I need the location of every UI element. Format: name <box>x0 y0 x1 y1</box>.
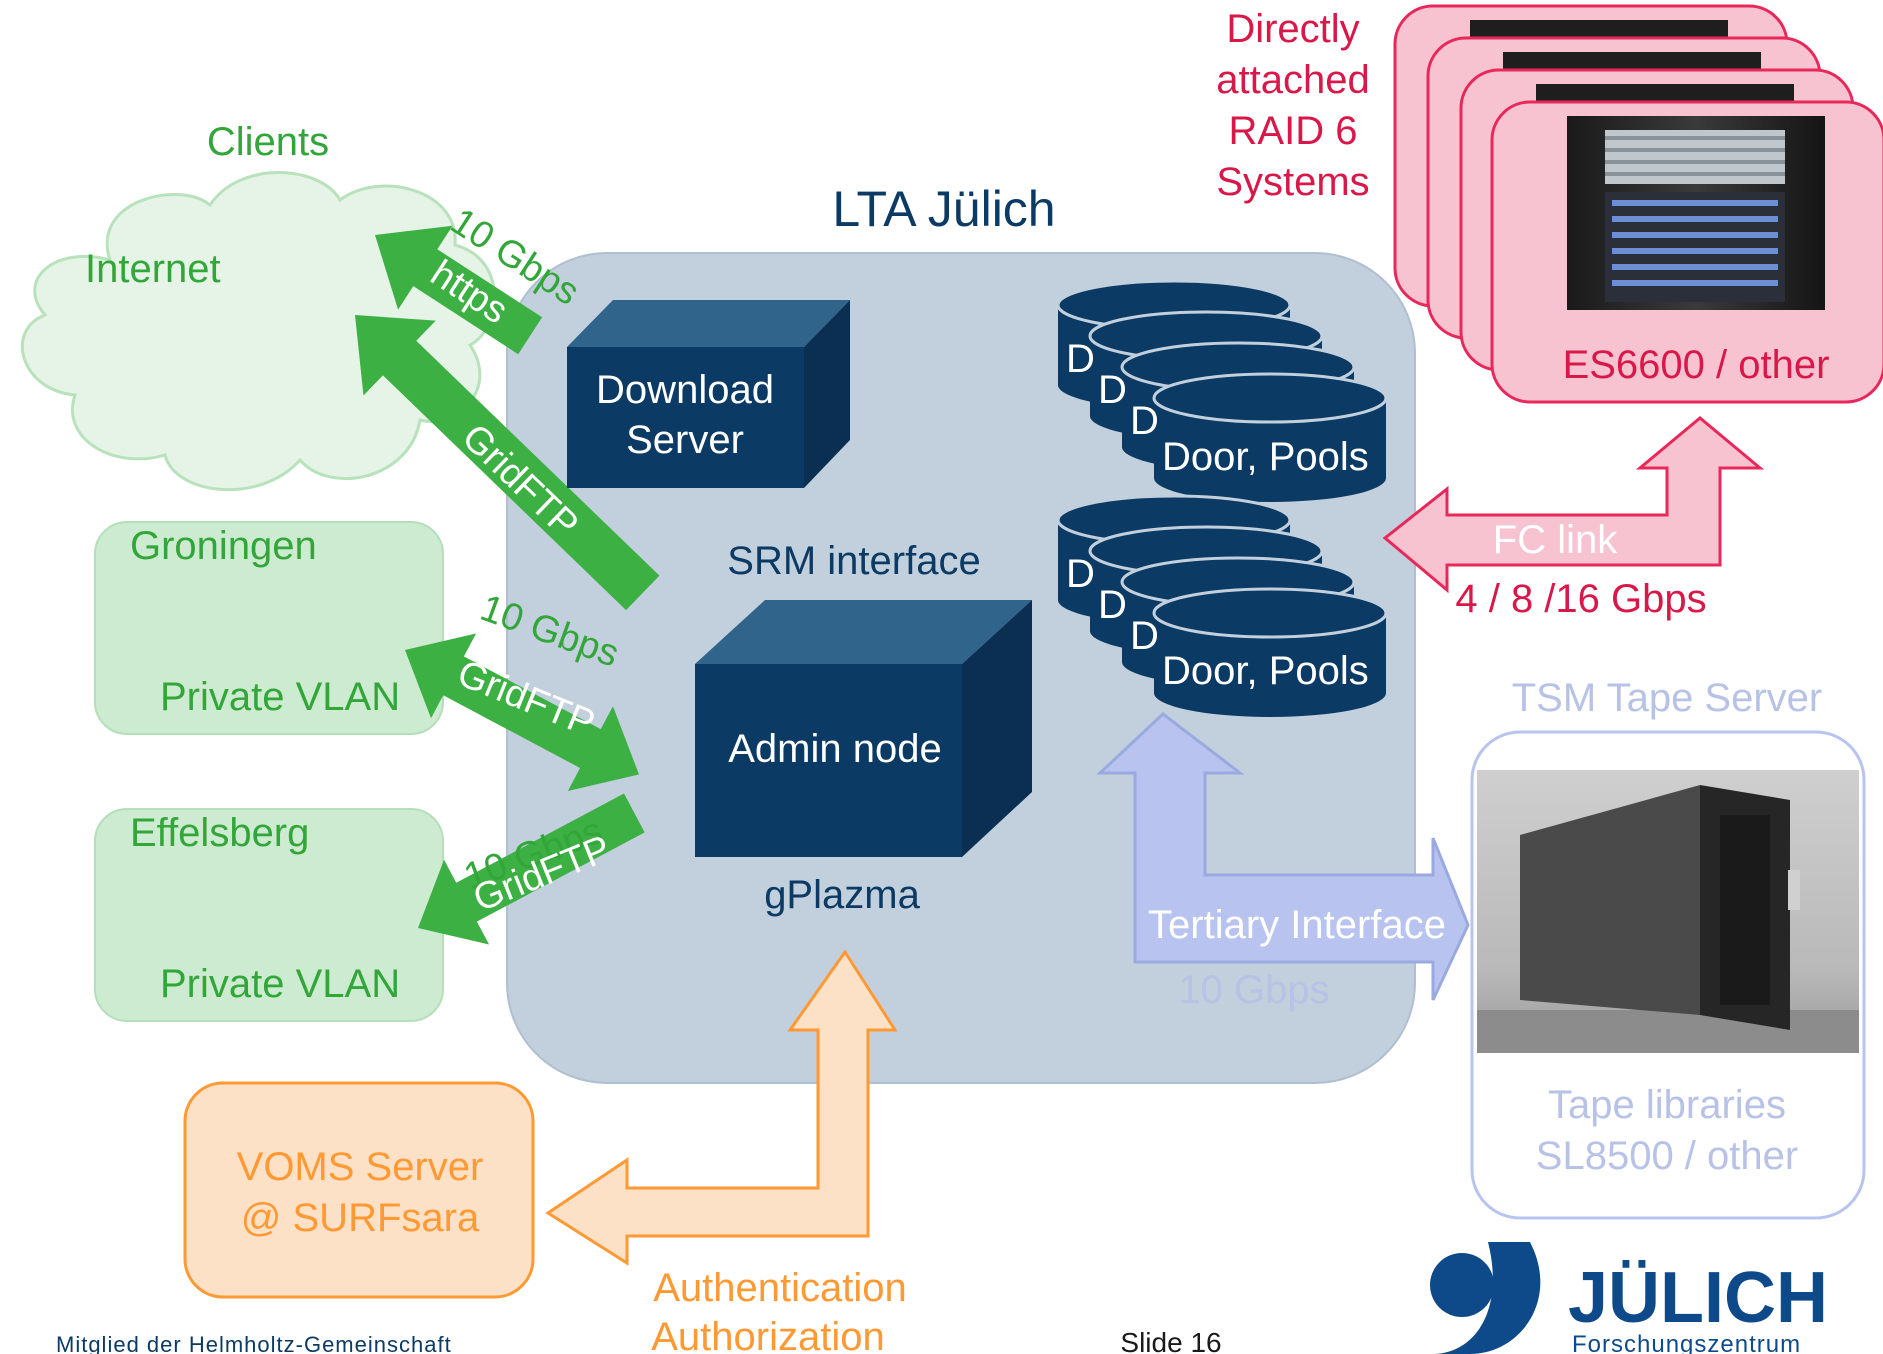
door-pools-top-label: Door, Pools <box>1162 435 1369 479</box>
tape-libraries-label-2: SL8500 / other <box>1536 1134 1798 1178</box>
fc-speed-label: 4 / 8 /16 Gbps <box>1455 577 1706 621</box>
tape-library-image <box>1477 770 1859 1053</box>
tsm-tape-server-title: TSM Tape Server <box>1512 676 1823 720</box>
download-server-cube <box>567 300 850 488</box>
julich-logo-sub: Forschungszentrum <box>1572 1331 1801 1354</box>
auth-label-2: Authorization <box>651 1315 884 1354</box>
clients-title: Clients <box>207 120 329 164</box>
tertiary-interface-label: Tertiary Interface <box>1148 903 1446 947</box>
fc-link-arrow <box>1382 416 1765 594</box>
tertiary-interface-arrow <box>1096 712 1470 1001</box>
pool-letter: D <box>1066 552 1095 596</box>
disk-pool-group-top <box>1056 279 1388 502</box>
julich-logo-mark <box>1432 1242 1541 1354</box>
pool-letter: D <box>1130 399 1159 443</box>
slide-number: Slide 16 <box>1120 1327 1221 1354</box>
raid-label-3: RAID 6 <box>1229 109 1358 153</box>
admin-node-cube <box>695 600 1032 857</box>
groningen-box <box>94 521 444 735</box>
disk-cylinder <box>1152 587 1388 717</box>
pool-letter: D <box>1130 614 1159 658</box>
voms-server-box <box>183 1081 535 1299</box>
groningen-label: Groningen <box>130 524 317 568</box>
effelsberg-link-arrow <box>418 793 645 945</box>
raid-rack-image <box>1567 116 1825 310</box>
fc-link-label: FC link <box>1493 518 1618 562</box>
authentication-arrow <box>545 949 898 1266</box>
tertiary-speed-label: 10 Gbps <box>1178 968 1329 1012</box>
groningen-link-arrow <box>405 633 639 791</box>
auth-label-1: Authentication <box>653 1266 907 1310</box>
internet-label: Internet <box>85 247 221 291</box>
pool-letter: D <box>1098 583 1127 627</box>
disk-pool-group-bottom <box>1056 494 1388 717</box>
download-server-label-1: Download <box>596 368 774 412</box>
admin-node-label: Admin node <box>728 727 941 771</box>
download-server-label-2: Server <box>626 418 744 462</box>
voms-server-label-1: VOMS Server <box>237 1145 484 1189</box>
effelsberg-vlan-label: Private VLAN <box>160 962 400 1006</box>
door-pools-bottom-label: Door, Pools <box>1162 649 1369 693</box>
julich-logo: JÜLICH Forschungszentrum <box>1430 1242 1828 1354</box>
pool-letter: D <box>1066 337 1095 381</box>
raid-label-2: attached <box>1216 58 1369 102</box>
internet-cloud <box>20 171 496 492</box>
lta-julich-title: LTA Jülich <box>832 181 1055 237</box>
srm-interface-label: SRM interface <box>727 539 980 583</box>
gplazma-label: gPlazma <box>764 873 920 917</box>
tape-libraries-label-1: Tape libraries <box>1548 1083 1786 1127</box>
disk-cylinder <box>1152 372 1388 502</box>
voms-server-label-2: @ SURFsara <box>241 1196 480 1240</box>
pool-letter: D <box>1098 368 1127 412</box>
gridftp-internet-arrow <box>355 315 660 611</box>
groningen-vlan-label: Private VLAN <box>160 675 400 719</box>
raid-label-4: Systems <box>1216 160 1369 204</box>
raid-label-1: Directly <box>1226 7 1359 51</box>
julich-logo-name: JÜLICH <box>1568 1258 1828 1338</box>
https-arrow <box>375 225 543 355</box>
effelsberg-label: Effelsberg <box>130 811 309 855</box>
raid-system-name: ES6600 / other <box>1563 343 1830 387</box>
helmholtz-footer: Mitglied der Helmholtz-Gemeinschaft <box>56 1332 452 1354</box>
